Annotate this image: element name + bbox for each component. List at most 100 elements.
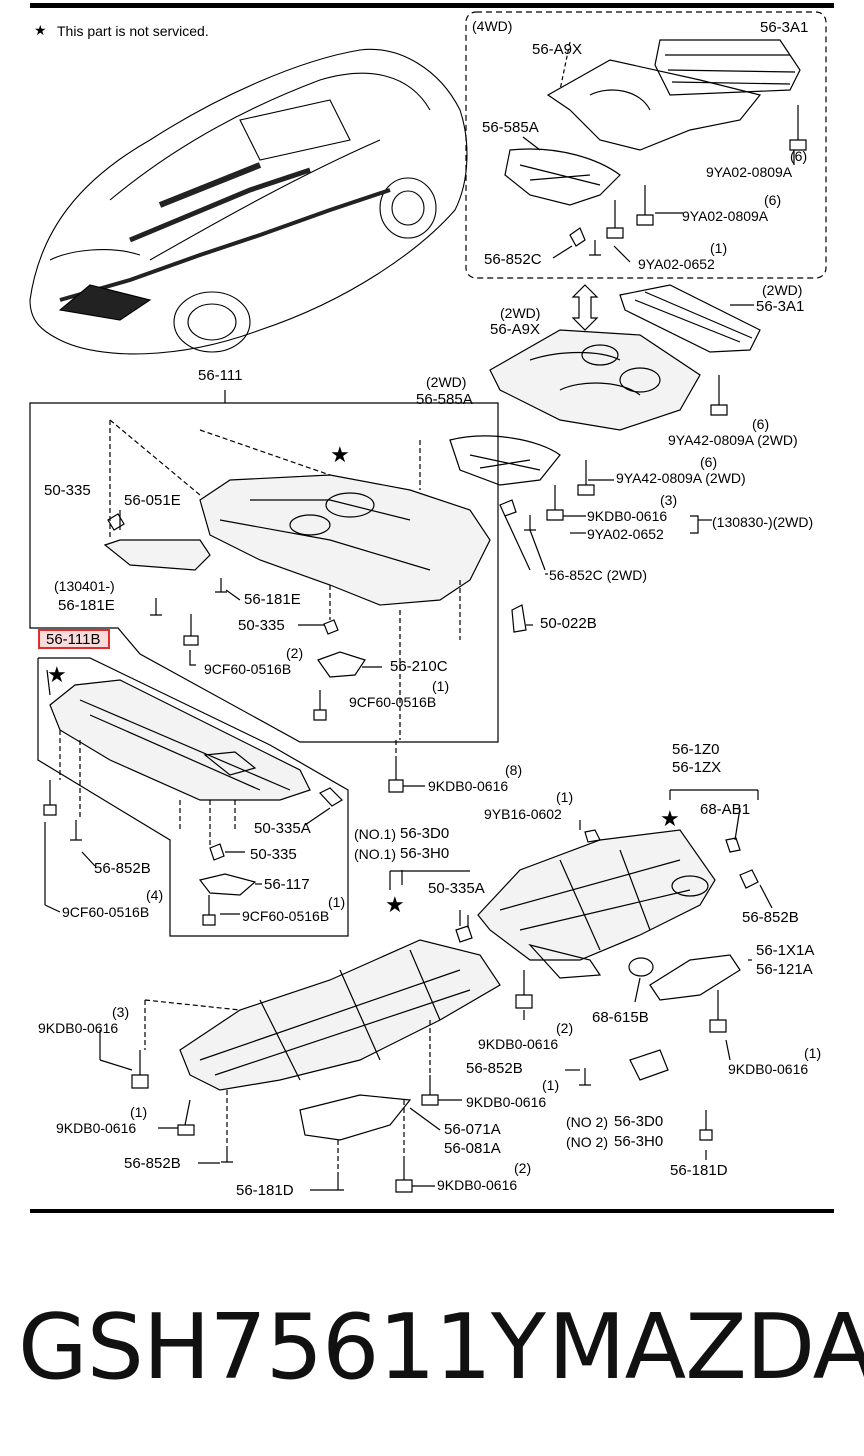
label-56-210c: 56-210C xyxy=(390,658,448,675)
label-9kdb0-0616-f: 9KDB0-0616 xyxy=(466,1094,547,1110)
label-56-852b-a: 56-852B xyxy=(94,860,151,877)
label-56-051e: 56-051E xyxy=(124,492,181,509)
label-9kdb0-0616-e: 9KDB0-0616 xyxy=(728,1061,809,1077)
parts-56-111: ★ xyxy=(103,419,533,740)
label-56-3h0-b: 56-3H0 xyxy=(614,1133,664,1150)
label-56-1z0: 56-1Z0 xyxy=(672,741,720,758)
label-9kdb0-0616-a: 9KDB0-0616 xyxy=(587,508,668,524)
label-56-117: 56-117 xyxy=(264,876,310,893)
label-9cf60-0516b-c: 9CF60-0516B xyxy=(62,904,150,920)
parts-lower-left: ★ xyxy=(99,870,501,1193)
label-56-3d0-b: 56-3D0 xyxy=(614,1113,664,1130)
label-56-a9x-2wd: 56-A9X xyxy=(490,321,541,338)
label-56-852b-d: 56-852B xyxy=(124,1155,181,1172)
label-no2-b: (NO 2) xyxy=(566,1134,608,1150)
label-qty-2-b: (2) xyxy=(556,1020,574,1036)
label-56-181d-b: 56-181D xyxy=(236,1182,294,1199)
label-56-a9x-4wd: 56-A9X xyxy=(532,41,583,58)
label-2wd-b: (2WD) xyxy=(500,305,541,321)
label-56-852b-b: 56-852B xyxy=(742,909,799,926)
label-56-585a-4wd: 56-585A xyxy=(482,119,539,136)
parts-2wd xyxy=(449,284,761,575)
label-56-852b-c: 56-852B xyxy=(466,1060,523,1077)
label-50-335a-b: 50-335A xyxy=(428,880,485,897)
label-qty-3: (3) xyxy=(660,492,678,508)
label-qty-8: (8) xyxy=(505,762,523,778)
label-9ya02-0652: 9YA02-0652 xyxy=(638,256,715,272)
label-9kdb0-0616-g: 9KDB0-0616 xyxy=(56,1120,137,1136)
note-star-icon: ★ xyxy=(34,22,47,38)
note-text: This part is not serviced. xyxy=(57,23,209,39)
label-no1-a: (NO.1) xyxy=(354,826,396,842)
label-56-585a-2wd: 56-585A xyxy=(416,391,473,408)
svg-text:★: ★ xyxy=(330,443,350,468)
label-qty-6-b: (6) xyxy=(764,192,782,208)
label-56-3a1-2wd: 56-3A1 xyxy=(756,298,805,315)
label-qty-1-b: (1) xyxy=(328,894,346,910)
label-date-130401: (130401-) xyxy=(54,578,115,594)
label-9ya02-0809a-a: 9YA02-0809A xyxy=(706,164,793,180)
footer: GSH75611Y MAZDA xyxy=(0,1298,864,1408)
label-50-335a: 50-335A xyxy=(254,820,311,837)
label-9ya42-0809a-a: 9YA42-0809A (2WD) xyxy=(668,432,798,448)
label-9cf60-0516b-b: 9CF60-0516B xyxy=(349,694,437,710)
label-date-range: (130830-)(2WD) xyxy=(712,514,814,530)
label-9kdb0-0616-d: 9KDB0-0616 xyxy=(478,1036,559,1052)
label-56-1zx: 56-1ZX xyxy=(672,759,722,776)
label-56-3a1-top: 56-3A1 xyxy=(760,19,809,36)
label-56-3h0-a: 56-3H0 xyxy=(400,845,450,862)
box-56-111b xyxy=(37,657,349,937)
label-56-071a: 56-071A xyxy=(444,1121,501,1138)
label-4wd-header: (4WD) xyxy=(472,18,513,34)
label-9ya02-0809a-b: 9YA02-0809A xyxy=(682,208,769,224)
label-9yb16-0602: 9YB16-0602 xyxy=(484,806,562,822)
box-56-111 xyxy=(29,390,499,743)
label-9kdb0-0616-b: 9KDB0-0616 xyxy=(428,778,509,794)
label-50-335-a: 50-335 xyxy=(44,482,91,499)
car-illustration xyxy=(29,48,468,355)
label-50-335-b: 50-335 xyxy=(238,617,285,634)
label-56-111: 56-111 xyxy=(198,367,243,384)
label-qty-6-c: (6) xyxy=(752,416,770,432)
label-50-335-c: 50-335 xyxy=(250,846,297,863)
brand-name: MAZDA xyxy=(548,1295,864,1400)
label-56-181e-b: 56-181E xyxy=(244,591,301,608)
label-56-111b: 56-111B xyxy=(46,631,101,648)
label-9cf60-0516b-d: 9CF60-0516B xyxy=(242,908,330,924)
label-9ya02-0652-b: 9YA02-0652 xyxy=(587,526,664,542)
svg-text:★: ★ xyxy=(660,807,680,832)
part-number: GSH75611Y xyxy=(18,1295,546,1400)
label-68-ab1: 68-AB1 xyxy=(700,801,751,818)
label-2wd-c: (2WD) xyxy=(426,374,467,390)
label-9kdb0-0616-c: 9KDB0-0616 xyxy=(38,1020,119,1036)
label-qty-6-d: (6) xyxy=(700,454,718,470)
label-qty-1-e: (1) xyxy=(542,1077,560,1093)
label-56-081a: 56-081A xyxy=(444,1140,501,1157)
top-rule xyxy=(30,3,834,8)
parts-lower-right: ★ xyxy=(455,789,773,1160)
label-50-022b: 50-022B xyxy=(540,615,597,632)
label-9ya42-0809a-b: 9YA42-0809A (2WD) xyxy=(616,470,746,486)
bottom-rule xyxy=(30,1209,834,1213)
highlight-56-111b xyxy=(38,629,110,649)
label-qty-1-c: (1) xyxy=(556,789,574,805)
label-qty-1-f: (1) xyxy=(130,1104,148,1120)
double-arrow xyxy=(571,284,599,331)
label-qty-3-b: (3) xyxy=(112,1004,130,1020)
label-56-181d-a: 56-181D xyxy=(670,1162,728,1179)
label-9kdb0-0616-h: 9KDB0-0616 xyxy=(437,1177,518,1193)
label-qty-1-0652: (1) xyxy=(710,240,728,256)
label-56-852c-2wd: 56-852C (2WD) xyxy=(549,567,648,583)
label-56-1x1a: 56-1X1A xyxy=(756,942,815,959)
label-qty-1-a: (1) xyxy=(432,678,450,694)
label-2wd-a: (2WD) xyxy=(762,282,803,298)
parts-4wd xyxy=(504,39,807,263)
label-qty-2-a: (2) xyxy=(286,645,304,661)
label-56-181e-a: 56-181E xyxy=(58,597,115,614)
label-qty-1-d: (1) xyxy=(804,1045,822,1061)
label-qty-4: (4) xyxy=(146,887,164,903)
label-56-121a: 56-121A xyxy=(756,961,813,978)
label-56-3d0-a: 56-3D0 xyxy=(400,825,450,842)
